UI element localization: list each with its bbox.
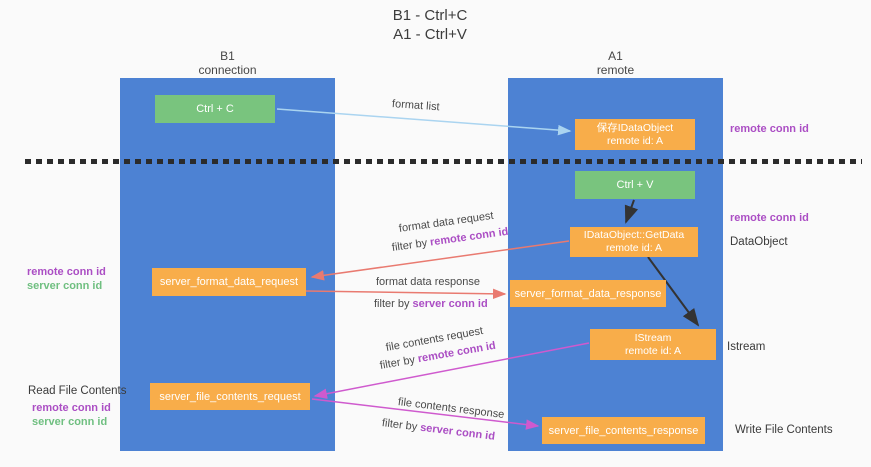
title-line-1: B1 - Ctrl+C [392, 7, 468, 24]
read-file-contents-label: Read File Contents [28, 385, 127, 397]
dashed-separator-line [25, 159, 862, 164]
istream-box: IStream remote id: A [590, 329, 716, 360]
idataobject-getdata-line2: remote id: A [605, 242, 662, 254]
server-file-contents-response-label: server_file_contents_response [548, 424, 699, 437]
idataobject-getdata-box: IDataObject::GetData remote id: A [570, 227, 698, 257]
left-lane-header: B1 connection [120, 49, 335, 77]
filter-by-remote-2-prefix: filter by [378, 353, 419, 372]
server-format-data-request-box: server_format_data_request [152, 268, 306, 296]
write-file-contents-label: Write File Contents [735, 424, 833, 436]
server-file-contents-response-box: server_file_contents_response [542, 417, 705, 444]
server-conn-id-left-2-label: server conn id [32, 416, 108, 428]
server-conn-id-left-1-label: server conn id [27, 280, 103, 292]
right-lane-header: A1 remote [508, 49, 723, 77]
server-file-contents-request-box: server_file_contents_request [150, 383, 310, 410]
left-lane-header-line1: B1 [220, 49, 235, 63]
istream-box-text: IStream remote id: A [625, 332, 681, 358]
server-format-data-request-label: server_format_data_request [159, 276, 299, 288]
server-file-contents-request-label: server_file_contents_request [159, 390, 301, 403]
istream-side-label: Istream [727, 341, 766, 353]
title-line-2: A1 - Ctrl+V [393, 26, 467, 43]
right-lane-header-line1: A1 [608, 49, 623, 63]
server-format-data-response-box: server_format_data_response [510, 280, 666, 307]
dataobject-label: DataObject [730, 236, 788, 248]
diagram-title: B1 - Ctrl+C A1 - Ctrl+V [330, 6, 530, 44]
idataobject-getdata-box-text: IDataObject::GetData remote id: A [584, 229, 684, 255]
ctrl-v-box: Ctrl + V [575, 171, 695, 199]
format-list-label: format list [391, 98, 440, 114]
save-idataobject-box-text: 保存IDataObject remote id: A [597, 122, 673, 148]
save-idataobject-line2: remote id: A [606, 134, 663, 147]
remote-conn-id-left-1-label: remote conn id [27, 266, 106, 278]
filter-by-remote-1-value: remote conn id [429, 225, 510, 249]
left-lane-header-line2: connection [198, 63, 257, 77]
server-format-data-response-label: server_format_data_response [514, 287, 662, 300]
remote-conn-id-mid-right-label: remote conn id [730, 212, 809, 224]
idataobject-getdata-line1: IDataObject::GetData [583, 229, 685, 241]
istream-line1: IStream [634, 331, 672, 344]
ctrl-v-box-label: Ctrl + V [616, 179, 654, 191]
filter-by-server-1-prefix: filter by [374, 298, 413, 310]
remote-conn-id-left-2-label: remote conn id [32, 402, 111, 414]
filter-by-server-2-value: server conn id [419, 421, 496, 443]
save-idataobject-line1: 保存IDataObject [596, 121, 674, 134]
save-idataobject-box: 保存IDataObject remote id: A [575, 119, 695, 150]
ctrl-c-box: Ctrl + C [155, 95, 275, 123]
remote-conn-id-top-right-label: remote conn id [730, 123, 809, 135]
right-lane-header-line2: remote [596, 63, 635, 77]
format-data-response-arrow [305, 288, 507, 300]
filter-by-server-2-label: filter by server conn id [381, 417, 495, 443]
file-contents-response-label: file contents response [397, 396, 505, 421]
filter-by-remote-1-prefix: filter by [391, 236, 431, 254]
format-data-response-label: format data response [376, 276, 480, 288]
filter-by-server-1-label: filter by server conn id [374, 298, 488, 310]
filter-by-server-1-value: server conn id [412, 298, 488, 310]
ctrl-c-box-label: Ctrl + C [196, 103, 234, 115]
istream-line2: remote id: A [624, 344, 682, 357]
filter-by-server-2-prefix: filter by [381, 417, 421, 434]
